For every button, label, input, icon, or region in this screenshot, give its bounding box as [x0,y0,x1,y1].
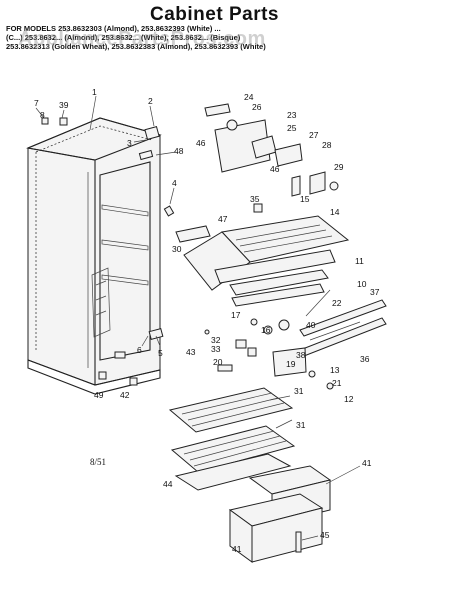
callout-2: 2 [148,96,153,106]
wire-shelf [168,387,296,491]
callout-27: 27 [309,130,319,140]
callout-31b: 31 [296,420,306,430]
callout-44: 44 [163,479,173,489]
callout-32: 32 [211,335,221,345]
callout-11: 11 [355,256,364,266]
callout-25: 25 [287,123,297,133]
model-line: FOR MODELS 253.8632303 (Almond), 253.863… [6,24,221,33]
callout-leaders [35,95,361,541]
callout-14: 14 [330,207,340,217]
callout-20: 20 [213,357,223,367]
callout-35: 35 [250,194,260,204]
callout-5: 5 [158,348,163,358]
callout-40: 40 [306,320,316,330]
callout-49: 49 [94,390,104,400]
callout-21: 21 [332,378,342,388]
control-housing [204,103,339,213]
callout-13: 13 [330,365,340,375]
page-reference: 8/51 [90,457,107,467]
callout-6: 6 [137,345,142,355]
callout-36: 36 [360,354,370,364]
callout-48: 48 [174,146,184,156]
page-title: Cabinet Parts [150,4,279,25]
crisper-cover-assembly [175,215,350,307]
cabinet-body [26,117,162,395]
callout-15: 15 [300,194,310,204]
callout-7: 7 [34,98,39,108]
callout-24: 24 [244,92,254,102]
callout-41b: 41 [232,544,242,554]
callout-45: 45 [320,530,330,540]
callout-47: 47 [218,214,228,224]
callout-31a: 31 [294,386,304,396]
callout-8: 8 [40,110,45,120]
model-list: FOR MODELS 253.8632303 (Almond), 253.863… [6,24,446,51]
callout-19: 19 [286,359,296,369]
callout-labels: 1 2 3 4 5 6 7 8 39 48 24 26 46 23 25 27 … [34,87,380,554]
callout-30: 30 [172,244,182,254]
callout-10: 10 [357,279,367,289]
callout-39: 39 [59,100,69,110]
small-fittings [98,318,334,390]
callout-29: 29 [334,162,344,172]
callout-1: 1 [92,87,97,97]
callout-3: 3 [127,138,132,148]
watermark: AppliancePartsPros.com [18,28,266,50]
callout-33: 33 [211,344,221,354]
callout-46a: 46 [196,138,206,148]
callout-26: 26 [252,102,262,112]
callout-41a: 41 [362,458,372,468]
callout-12: 12 [344,394,354,404]
model-line: 253.8632313 (Golden Wheat), 253.8632383 … [6,42,266,51]
drawer-slide-rail [299,299,387,357]
crisper-drawer [228,465,332,563]
callout-46b: 46 [270,164,280,174]
callout-43: 43 [186,347,196,357]
model-line: (C...) 253.8632... (Almond), 253.8632...… [6,33,241,42]
callout-23: 23 [287,110,297,120]
hinge-bracket [41,117,175,359]
callout-17: 17 [231,310,241,320]
callout-37: 37 [370,287,380,297]
callout-42: 42 [120,390,130,400]
callout-22: 22 [332,298,342,308]
callout-28: 28 [322,140,332,150]
callout-4: 4 [172,178,177,188]
callout-16: 16 [261,325,271,335]
callout-38: 38 [296,350,306,360]
